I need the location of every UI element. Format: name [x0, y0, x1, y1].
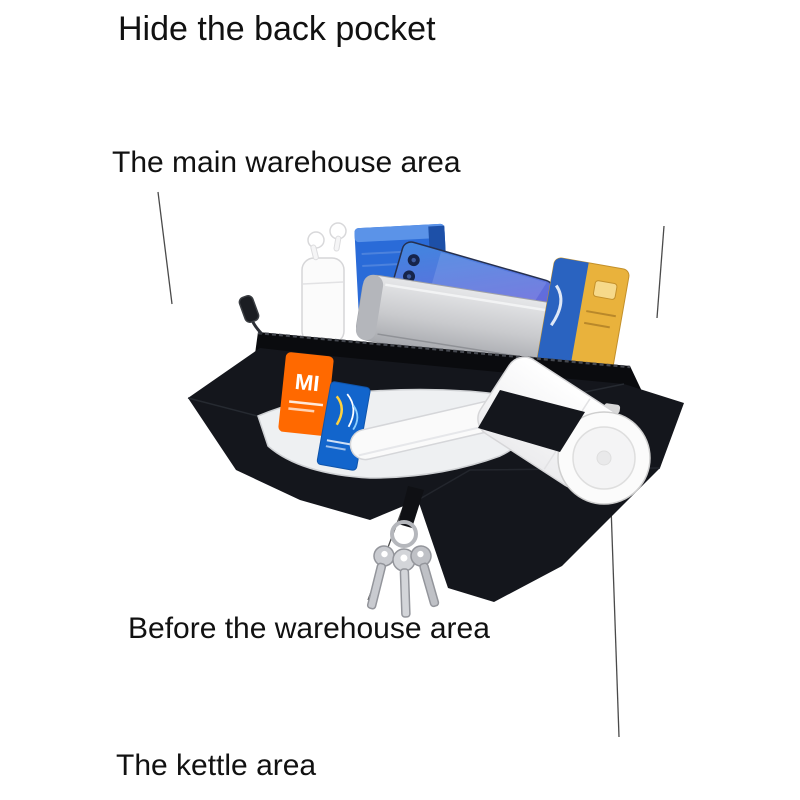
bank-card	[537, 257, 630, 376]
label-kettle: The kettle area	[116, 749, 317, 782]
leader-line-main-warehouse	[157, 191, 173, 305]
xiaomi-card: MI	[278, 352, 334, 436]
leader-line-back-pocket	[656, 225, 665, 319]
label-main-warehouse: The main warehouse area	[112, 146, 461, 179]
key-strap	[398, 486, 424, 528]
keys	[366, 520, 440, 618]
zipper-pull-icon	[238, 295, 264, 336]
xiaomi-logo: MI	[294, 369, 321, 396]
bottle-pocket-lip	[478, 390, 585, 452]
leader-line-kettle	[610, 505, 620, 738]
label-back-pocket: Hide the back pocket	[118, 10, 436, 48]
label-before-warehouse: Before the warehouse area	[128, 612, 490, 645]
wireless-earbuds	[301, 222, 347, 344]
zipper-teeth	[257, 331, 631, 369]
key-ring-icon	[390, 520, 418, 548]
